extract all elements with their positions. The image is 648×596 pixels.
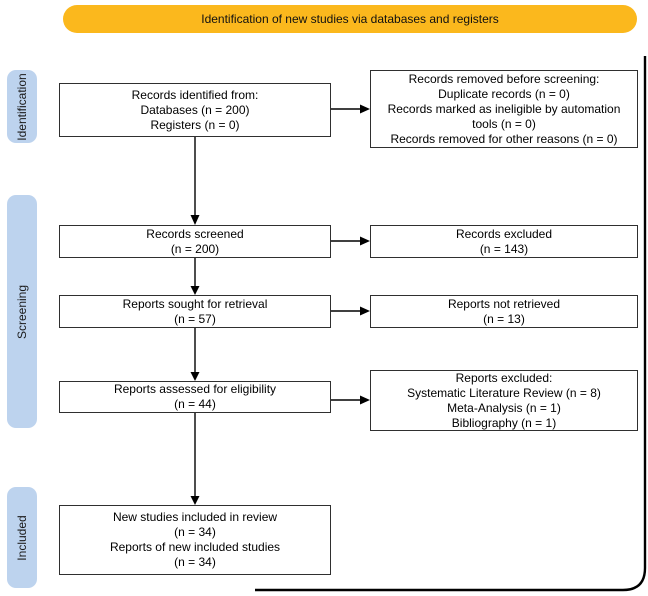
box-reports-excluded: Reports excluded: Systematic Literature …	[370, 370, 638, 431]
box-line: Records excluded	[455, 226, 553, 241]
stage-label-text: Identification	[15, 72, 29, 141]
arrow-identified-to-removed	[331, 104, 370, 114]
box-line: Databases (n = 200)	[140, 102, 250, 117]
box-reports-sought: Reports sought for retrieval (n = 57)	[59, 295, 331, 328]
box-line: Records screened	[146, 226, 244, 241]
arrow-screened-to-excluded	[331, 236, 370, 246]
box-line: (n = 34)	[174, 525, 216, 539]
arrow-identified-to-screened	[190, 137, 200, 225]
box-line: (n = 57)	[174, 311, 216, 326]
box-records-identified: Records identified from: Databases (n = …	[59, 83, 331, 137]
box-records-removed: Records removed before screening: Duplic…	[370, 70, 638, 148]
box-line: New studies included in review	[112, 510, 278, 524]
box-line: (n = 34)	[174, 555, 216, 569]
box-line: (n = 44)	[174, 397, 216, 411]
box-reports-assessed: Reports assessed for eligibility (n = 44…	[59, 381, 331, 413]
box-line: Records identified from:	[131, 87, 259, 102]
stage-label-identification: Identification	[7, 70, 37, 143]
box-line: Meta-Analysis (n = 1)	[447, 400, 561, 415]
box-line: (n = 143)	[479, 241, 529, 256]
box-line: Records removed for other reasons (n = 0…	[390, 131, 618, 146]
box-line: Bibliography (n = 1)	[451, 415, 557, 430]
stage-label-included: Included	[7, 487, 37, 588]
box-line: Duplicate records (n = 0)	[438, 86, 570, 101]
box-line: Records removed before screening:	[408, 71, 600, 86]
stage-label-screening: Screening	[7, 195, 37, 428]
box-line: Registers (n = 0)	[150, 117, 240, 132]
banner-title: Identification of new studies via databa…	[63, 5, 637, 33]
arrow-assessed-to-reports-excluded	[331, 395, 370, 405]
box-records-excluded: Records excluded (n = 143)	[370, 225, 638, 258]
stage-label-text: Included	[15, 514, 29, 561]
stage-label-text: Screening	[15, 284, 29, 339]
box-line: Reports assessed for eligibility	[113, 382, 277, 396]
box-line: Reports of new included studies	[109, 540, 281, 554]
box-line: Systematic Literature Review (n = 8)	[407, 385, 601, 400]
arrow-sought-to-assessed	[190, 328, 200, 381]
box-records-screened: Records screened (n = 200)	[59, 225, 331, 258]
box-line: Records marked as ineligible by automati…	[387, 101, 621, 131]
box-line: Reports excluded:	[455, 370, 553, 385]
box-line: Reports sought for retrieval	[122, 296, 268, 311]
arrow-sought-to-not-retrieved	[331, 306, 370, 316]
box-line: (n = 13)	[483, 311, 525, 326]
box-new-studies-included: New studies included in review (n = 34) …	[59, 505, 331, 575]
arrow-assessed-to-included	[190, 413, 200, 505]
box-reports-not-retrieved: Reports not retrieved (n = 13)	[370, 295, 638, 328]
box-line: (n = 200)	[170, 241, 220, 256]
box-line: Reports not retrieved	[447, 296, 561, 311]
arrow-screened-to-sought	[190, 258, 200, 295]
